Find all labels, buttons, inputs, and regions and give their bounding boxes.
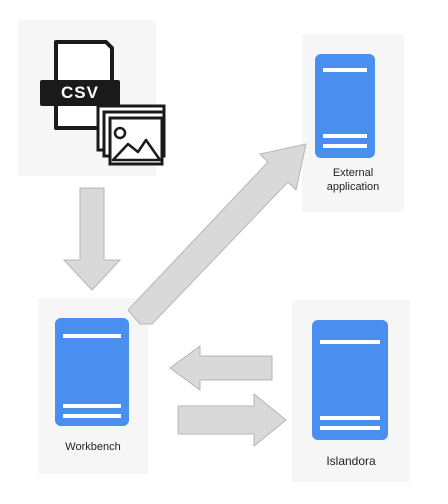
workbench-server-icon: [55, 318, 129, 426]
workbench-label: Workbench: [65, 441, 121, 453]
csv-badge: [40, 80, 120, 106]
images-stack-icon: [96, 104, 166, 166]
external-application-label: External application: [326, 167, 380, 193]
arrow-csv-to-workbench: [62, 187, 122, 291]
arrow-workbench-to-external: [127, 143, 307, 325]
server-line: [320, 340, 380, 344]
arrow-workbench-to-islandora: [177, 392, 287, 448]
server-line: [320, 416, 380, 420]
server-line: [63, 414, 121, 418]
server-line: [320, 426, 380, 430]
csv-badge-text: CSV: [61, 83, 99, 102]
server-line: [63, 334, 121, 338]
external-application-server-icon: [315, 54, 375, 158]
islandora-server-icon: [312, 320, 388, 440]
server-line: [323, 144, 367, 148]
arrow-islandora-to-workbench: [169, 345, 273, 391]
server-line: [323, 68, 367, 72]
server-line: [63, 404, 121, 408]
server-line: [323, 134, 367, 138]
islandora-label: Islandora: [326, 454, 376, 468]
